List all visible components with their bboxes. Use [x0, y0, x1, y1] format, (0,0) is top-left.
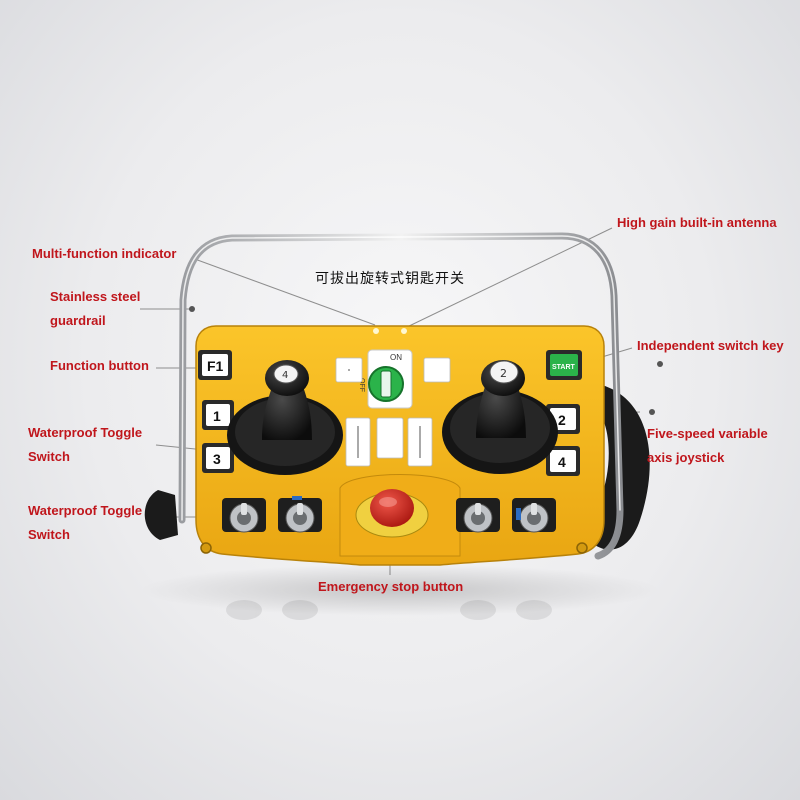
toggle-switch-2[interactable]: [278, 496, 322, 533]
switch-on-label: ON: [390, 353, 402, 362]
toggle-switch-1[interactable]: [222, 498, 266, 533]
toggle-switch-4[interactable]: [512, 498, 556, 533]
key-4-label: 4: [558, 454, 566, 470]
key-3-label: 3: [213, 451, 221, 467]
key-start-label: START: [552, 364, 576, 371]
right-joystick[interactable]: 2: [442, 360, 558, 474]
toggle-switch-3[interactable]: [456, 498, 500, 533]
label-high-gain-antenna: High gain built-in antenna: [617, 215, 777, 230]
right-joystick-top-glyph: 2: [500, 367, 507, 380]
label-stainless-steel-line2: guardrail: [50, 313, 106, 328]
emergency-stop-button[interactable]: [355, 489, 429, 538]
key-2-label: 2: [558, 412, 566, 428]
floor-reflection: [226, 600, 552, 620]
function-button-1[interactable]: 1: [202, 400, 234, 430]
function-button-3[interactable]: 3: [202, 443, 234, 473]
label-waterproof-toggle-2-line1: Waterproof Toggle: [28, 503, 143, 518]
function-button-4[interactable]: 4: [546, 446, 580, 476]
start-switch-key[interactable]: START: [546, 350, 582, 380]
wrist-strap: [144, 385, 650, 550]
label-independent-switch-key: Independent switch key: [637, 338, 784, 353]
label-stainless-steel-line1: Stainless steel: [50, 289, 141, 304]
key-switch[interactable]: ON OFF: [358, 349, 413, 409]
label-emergency-stop: Emergency stop button: [318, 579, 464, 594]
label-function-button: Function button: [50, 358, 149, 373]
label-five-speed-line2: axis joystick: [647, 450, 725, 465]
switch-off-label: OFF: [358, 378, 365, 392]
left-joystick[interactable]: 4: [227, 360, 343, 475]
label-waterproof-toggle-2-line2: Switch: [28, 527, 70, 542]
label-multi-function-indicator: Multi-function indicator: [32, 246, 177, 261]
key-f1-label: F1: [207, 358, 224, 374]
label-waterproof-toggle-1-line2: Switch: [28, 449, 70, 464]
label-five-speed-line1: Five-speed variable: [647, 426, 768, 441]
left-joystick-top-glyph: 4: [282, 370, 288, 381]
function-button-f1[interactable]: F1: [198, 350, 232, 380]
stainless-guardrail: [178, 232, 624, 560]
key-1-label: 1: [213, 408, 221, 424]
label-key-switch-cn: 可拔出旋转式钥匙开关: [315, 271, 465, 287]
label-waterproof-toggle-1-line1: Waterproof Toggle: [28, 425, 143, 440]
